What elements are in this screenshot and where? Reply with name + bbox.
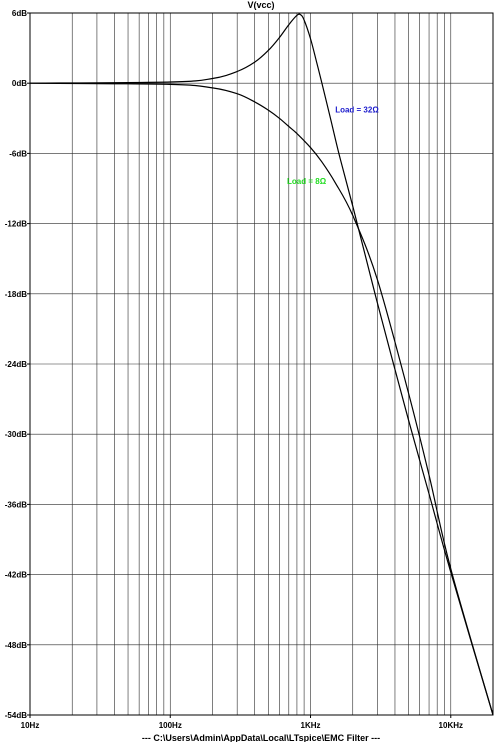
x-tick-label: 10KHz [439,721,463,730]
file-path-footer: --- C:\Users\Admin\AppData\Local\LTspice… [142,733,380,742]
y-axis: 6dB 0dB -6dB -12dB -18dB -24dB -30dB -36dB -42dB… [5,9,30,720]
chart-title: V(vcc) [247,0,274,10]
x-axis: 10Hz 100Hz 1KHz 10KHz [21,715,463,730]
series-labels: Load = 32Ω Load = 8Ω [287,105,379,185]
y-tick-label: -6dB [9,149,27,158]
series-group [29,13,494,716]
x-tick-label: 1KHz [301,721,321,730]
y-tick-label: -12dB [5,220,27,229]
y-tick-label: -48dB [5,641,27,650]
series-line-2 [29,82,494,716]
x-tick-label: 10Hz [21,721,40,730]
y-tick-label: 6dB [12,9,27,18]
series-label-2: Load = 8Ω [287,177,327,186]
x-tick-label: 100Hz [159,721,182,730]
y-tick-label: -36dB [5,500,27,509]
y-tick-label: -42dB [5,571,27,580]
grid-lines [30,13,493,715]
y-tick-label: -18dB [5,290,27,299]
series-line-1 [29,13,494,716]
series-label-1: Load = 32Ω [335,105,379,114]
y-tick-label: 0dB [12,79,27,88]
y-tick-label: -54dB [5,711,27,720]
y-tick-label: -30dB [5,430,27,439]
y-tick-label: -24dB [5,360,27,369]
